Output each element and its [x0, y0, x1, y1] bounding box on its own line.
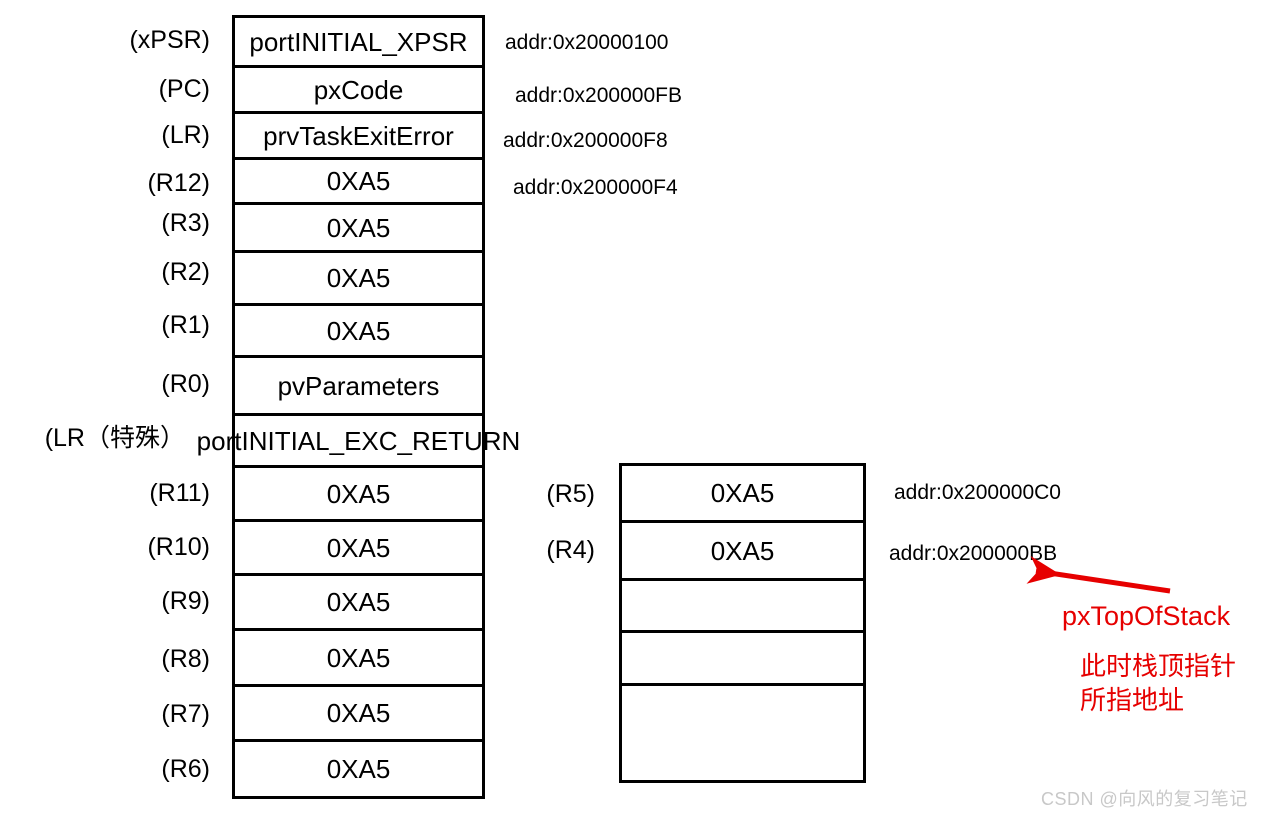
reg-label-xpsr: (xPSR) — [129, 26, 210, 54]
reg-label-r6: (R6) — [161, 755, 210, 783]
csdn-watermark: CSDN @向风的复习笔记 — [1041, 789, 1248, 809]
stack-row-empty — [622, 581, 863, 633]
stack-cell-value: 0XA5 — [326, 532, 391, 563]
addr-label: addr:0x200000C0 — [894, 481, 1061, 504]
reg-label-r10: (R10) — [147, 533, 210, 561]
stack-cell-value: portINITIAL_EXC_RETURN — [196, 425, 521, 456]
reg-label-r1: (R1) — [161, 311, 210, 339]
stack-cell-value: 0XA5 — [326, 754, 391, 784]
reg-label-r8: (R8) — [161, 645, 210, 673]
stack-row: 0XA5 — [235, 160, 482, 205]
stack-row: prvTaskExitError — [235, 114, 482, 160]
stack-row: 0XA5 — [622, 523, 863, 581]
stack-row: 0XA5 — [235, 576, 482, 631]
stack-row-empty — [622, 686, 863, 780]
reg-label-pc: (PC) — [158, 75, 210, 103]
addr-label: addr:0x200000FB — [515, 84, 682, 107]
stack-cell-value: 0XA5 — [326, 315, 391, 346]
stack-row: pxCode — [235, 68, 482, 114]
stack-pointer-note-line2: 所指地址 — [1080, 685, 1185, 715]
stack-row: pvParameters — [235, 358, 482, 416]
stack-row: 0XA5 — [235, 631, 482, 687]
stack-cell-value: 0XA5 — [326, 212, 391, 243]
reg-label-r3: (R3) — [161, 209, 210, 237]
stack-cell-value: pvParameters — [277, 370, 440, 401]
reg-label-r12: (R12) — [147, 169, 210, 197]
initial-task-stack-table: portINITIAL_XPSR pxCode prvTaskExitError… — [197, 15, 520, 799]
reg-label-r0: (R0) — [161, 370, 210, 398]
stack-cell-value: 0XA5 — [326, 263, 391, 293]
stack-cell-value: 0XA5 — [710, 478, 775, 508]
stack-row: 0XA5 — [235, 253, 482, 306]
stack-row: portINITIAL_XPSR — [235, 18, 482, 68]
addr-label: addr:0x200000BB — [889, 542, 1058, 565]
reg-label-r5: (R5) — [546, 480, 595, 508]
continued-task-stack-table: 0XA5 0XA5 — [619, 463, 866, 783]
stack-row-lr-special: portINITIAL_EXC_RETURN — [197, 416, 520, 468]
reg-label-r9: (R9) — [161, 587, 210, 615]
stack-cell-value: 0XA5 — [710, 535, 775, 566]
pxtopofstack-label: pxTopOfStack — [1062, 601, 1231, 631]
reg-label-r7: (R7) — [161, 700, 210, 728]
stack-row: 0XA5 — [235, 522, 482, 576]
addr-label: addr:0x200000F8 — [503, 129, 668, 152]
stack-row: 0XA5 — [235, 687, 482, 742]
addr-label: addr:0x200000F4 — [513, 176, 678, 199]
stack-cell-value: 0XA5 — [326, 642, 391, 673]
stack-cell-value: 0XA5 — [326, 587, 391, 617]
stack-cell-value: portINITIAL_XPSR — [249, 26, 468, 57]
reg-label-r4: (R4) — [546, 536, 595, 564]
reg-label-lr-special: (LR（特殊） — [44, 424, 185, 452]
stack-row: 0XA5 — [235, 306, 482, 358]
stack-row: 0XA5 — [235, 742, 482, 796]
stack-row: 0XA5 — [622, 466, 863, 523]
stack-cell-value: prvTaskExitError — [263, 120, 454, 151]
reg-label-r2: (R2) — [161, 258, 210, 286]
stack-row: 0XA5 — [235, 468, 482, 522]
stack-row-empty — [622, 633, 863, 686]
stack-cell-value: 0XA5 — [326, 166, 391, 196]
left-arrow-icon — [1026, 556, 1171, 594]
stack-row: 0XA5 — [235, 205, 482, 253]
addr-label: addr:0x20000100 — [505, 31, 669, 54]
reg-label-r11: (R11) — [149, 479, 210, 507]
stack-cell-value: 0XA5 — [326, 698, 391, 728]
stack-cell-value: 0XA5 — [326, 478, 391, 509]
stack-pointer-note-line1: 此时栈顶指针 — [1080, 651, 1237, 681]
stack-cell-value: pxCode — [313, 74, 404, 105]
reg-label-lr: (LR) — [161, 121, 210, 149]
